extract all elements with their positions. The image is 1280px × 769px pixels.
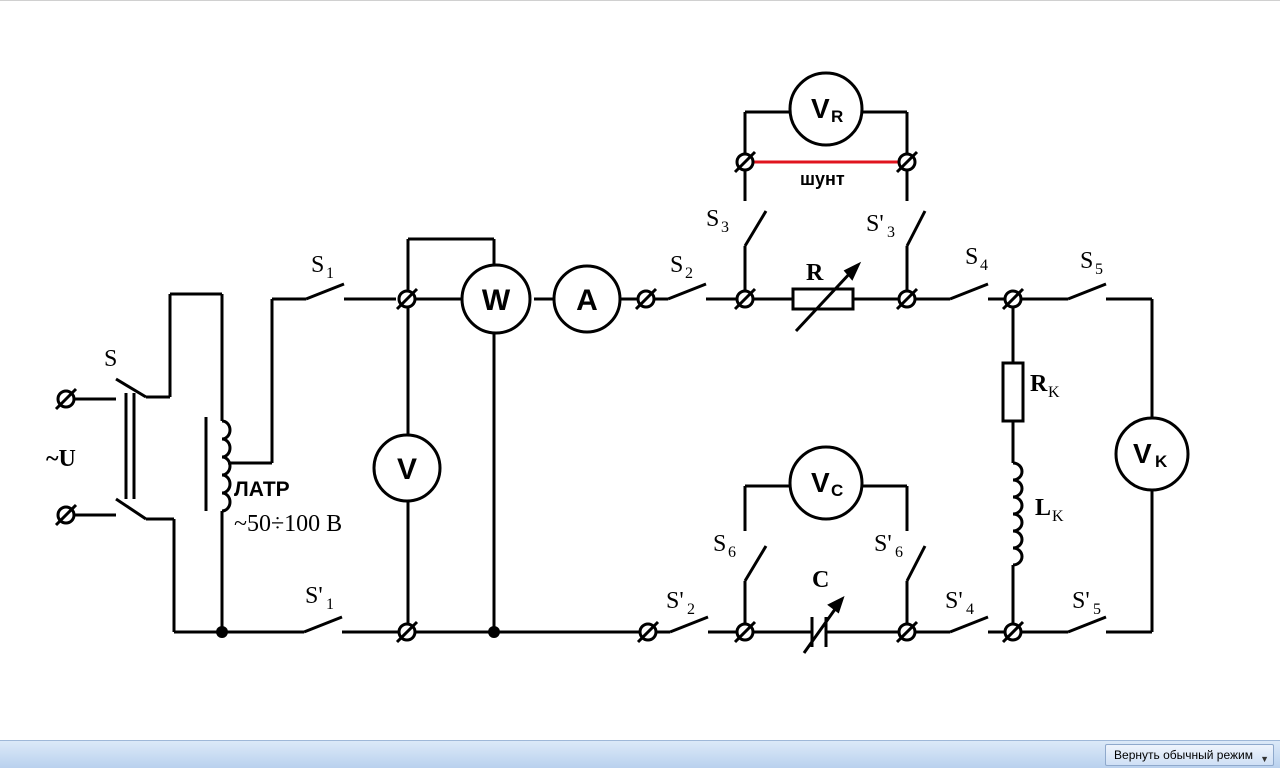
capacitor-C	[802, 596, 845, 654]
meter-VR-label: V	[811, 93, 830, 124]
meter-A: A	[552, 264, 622, 334]
meter-V: V	[372, 433, 442, 503]
meter-VC-sub: C	[831, 481, 843, 500]
label-U: ~U	[46, 446, 76, 472]
circuit-diagram: W A V V R V C V K S ~U ЛАТР ~50÷100 В S …	[0, 0, 1280, 654]
label-S5p-sub: 5	[1093, 601, 1101, 618]
terminal-slash	[895, 150, 919, 174]
junction-dot	[216, 626, 228, 638]
label-S3: S	[706, 206, 719, 232]
label-latr: ЛАТР	[234, 478, 290, 501]
label-S3-sub: 3	[721, 219, 729, 236]
restore-normal-mode-label: Вернуть обычный режим	[1114, 748, 1253, 762]
label-S2p: S'	[666, 588, 684, 614]
meter-VC: V C	[788, 445, 864, 521]
label-S6: S	[713, 531, 726, 557]
terminal-slash	[1001, 287, 1025, 311]
terminal-slash	[634, 287, 658, 311]
meter-VK: V K	[1114, 416, 1190, 492]
label-S5: S	[1080, 248, 1093, 274]
meter-A-label: A	[576, 284, 598, 317]
label-S2-sub: 2	[685, 265, 693, 282]
label-S: S	[104, 346, 117, 372]
label-S6-sub: 6	[728, 544, 736, 561]
label-S4p-sub: 4	[966, 601, 974, 618]
label-S3p: S'	[866, 211, 884, 237]
terminal-slash	[54, 387, 78, 411]
label-S1p: S'	[305, 583, 323, 609]
resistor-RK	[1001, 361, 1025, 423]
meter-VR: V R	[788, 71, 864, 147]
meter-W-label: W	[482, 284, 511, 317]
meter-V-label: V	[397, 453, 417, 486]
terminal-slash	[1001, 620, 1025, 644]
terminal-slash	[636, 620, 660, 644]
label-S6p: S'	[874, 531, 892, 557]
variable-arrow-R	[794, 261, 862, 333]
junction-dot	[488, 626, 500, 638]
label-S2p-sub: 2	[687, 601, 695, 618]
terminal-slash	[733, 150, 757, 174]
label-S6p-sub: 6	[895, 544, 903, 561]
label-shunt: шунт	[800, 169, 845, 189]
terminal-slash	[395, 287, 419, 311]
label-S4: S	[965, 244, 978, 270]
label-S1: S	[311, 252, 324, 278]
circuit-schematic: W A V V R V C V K S ~U ЛАТР ~50÷100 В S …	[46, 71, 1190, 654]
label-LK: L	[1035, 495, 1051, 521]
restore-normal-mode-button[interactable]: Вернуть обычный режим ▼	[1105, 744, 1274, 766]
meter-VC-label: V	[811, 467, 830, 498]
dropdown-arrow-icon: ▼	[1260, 754, 1269, 764]
terminal-slash	[733, 620, 757, 644]
terminal-slash	[395, 620, 419, 644]
label-latr-range: ~50÷100 В	[234, 511, 342, 537]
meter-VR-sub: R	[831, 107, 843, 126]
label-LK-sub: K	[1052, 508, 1064, 525]
terminal-slash	[895, 287, 919, 311]
label-RK-sub: K	[1048, 384, 1060, 401]
meter-W: W	[460, 263, 532, 335]
terminal-slash	[733, 287, 757, 311]
label-S4p: S'	[945, 588, 963, 614]
terminal-slash	[895, 620, 919, 644]
label-S3p-sub: 3	[887, 224, 895, 241]
meter-VK-sub: K	[1155, 452, 1168, 471]
label-S4-sub: 4	[980, 257, 988, 274]
label-S2: S	[670, 252, 683, 278]
terminals	[54, 150, 1025, 644]
meter-VK-label: V	[1133, 438, 1152, 469]
terminal-slash	[54, 503, 78, 527]
label-S5-sub: 5	[1095, 261, 1103, 278]
taskbar: Вернуть обычный режим ▼	[0, 740, 1280, 768]
label-S5p: S'	[1072, 588, 1090, 614]
label-R: R	[806, 260, 824, 286]
label-S1-sub: 1	[326, 265, 334, 282]
label-S1p-sub: 1	[326, 596, 334, 613]
label-RK: R	[1030, 371, 1048, 397]
label-C: C	[812, 567, 829, 593]
resistor-R	[791, 287, 855, 311]
wires	[72, 110, 1154, 634]
